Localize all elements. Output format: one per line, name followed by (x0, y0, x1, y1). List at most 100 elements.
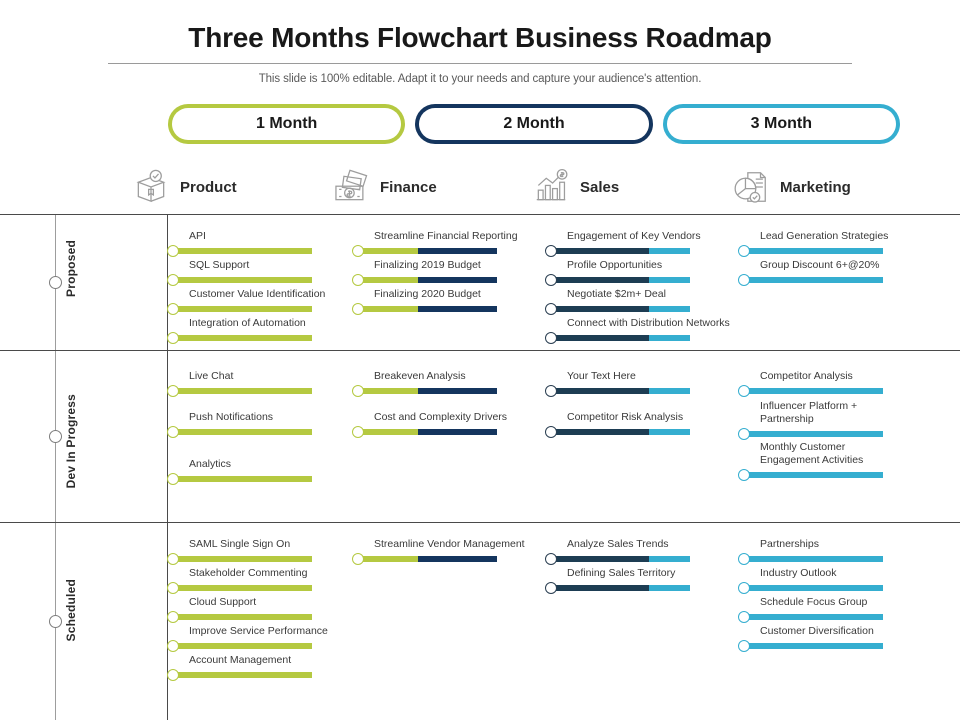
roadmap-item[interactable]: Improve Service Performance (167, 625, 364, 652)
roadmap-item[interactable]: Customer Diversification (738, 625, 935, 652)
roadmap-item-bar (167, 553, 364, 565)
bar-knob[interactable] (167, 274, 179, 286)
roadmap-item[interactable]: Analyze Sales Trends (545, 538, 742, 565)
bar-knob[interactable] (738, 469, 750, 481)
roadmap-item-label: API (189, 230, 206, 242)
roadmap-item-label: Analytics (189, 458, 232, 470)
roadmap-item[interactable]: Defining Sales Territory (545, 567, 742, 594)
roadmap-item-label: Profile Opportunities (567, 259, 663, 271)
roadmap-item[interactable]: Lead Generation Strategies (738, 230, 935, 257)
roadmap-item[interactable]: Negotiate $2m+ Deal (545, 288, 742, 315)
row-milestone-dot[interactable] (49, 276, 62, 289)
roadmap-item[interactable]: Breakeven Analysis (352, 370, 549, 397)
roadmap-item[interactable]: Your Text Here (545, 370, 742, 397)
row-milestone-dot[interactable] (49, 430, 62, 443)
bar-knob[interactable] (167, 385, 179, 397)
roadmap-item[interactable]: Engagement of Key Vendors (545, 230, 742, 257)
roadmap-item[interactable]: Group Discount 6+@20% (738, 259, 935, 286)
bar-segment (175, 672, 312, 678)
bar-segment (175, 306, 312, 312)
month-tab-1[interactable]: 1 Month (168, 104, 406, 144)
roadmap-item[interactable]: Finalizing 2019 Budget (352, 259, 549, 286)
bar-knob[interactable] (738, 274, 750, 286)
roadmap-item[interactable]: SQL Support (167, 259, 364, 286)
bar-knob[interactable] (545, 385, 557, 397)
roadmap-item-bar (167, 303, 364, 315)
bar-knob[interactable] (167, 611, 179, 623)
roadmap-item-bar (167, 582, 364, 594)
bar-knob[interactable] (167, 245, 179, 257)
roadmap-item[interactable]: Account Management (167, 654, 364, 681)
roadmap-item[interactable]: Partnerships (738, 538, 935, 565)
roadmap-item[interactable]: Live Chat (167, 370, 364, 397)
roadmap-item-bar (545, 274, 742, 286)
roadmap-item[interactable]: Schedule Focus Group (738, 596, 935, 623)
roadmap-item[interactable]: Cloud Support (167, 596, 364, 623)
bar-knob[interactable] (167, 553, 179, 565)
bar-knob[interactable] (738, 640, 750, 652)
roadmap-item-bar (545, 582, 742, 594)
bar-segment (648, 429, 690, 435)
bar-knob[interactable] (167, 473, 179, 485)
bar-knob[interactable] (738, 428, 750, 440)
category-label: Finance (380, 178, 437, 196)
roadmap-item[interactable]: Influencer Platform + Partnership (738, 400, 935, 440)
roadmap-item[interactable]: Push Notifications (167, 411, 364, 438)
roadmap-item[interactable]: Integration of Automation (167, 317, 364, 344)
roadmap-item[interactable]: Finalizing 2020 Budget (352, 288, 549, 315)
roadmap-item[interactable]: Cost and Complexity Drivers (352, 411, 549, 438)
bar-knob[interactable] (167, 426, 179, 438)
roadmap-item-bar (167, 274, 364, 286)
bar-knob[interactable] (167, 669, 179, 681)
roadmap-item[interactable]: Customer Value Identification (167, 288, 364, 315)
bar-knob[interactable] (545, 426, 557, 438)
roadmap-item[interactable]: Streamline Financial Reporting (352, 230, 549, 257)
roadmap-item[interactable]: Streamline Vendor Management (352, 538, 549, 565)
bar-knob[interactable] (167, 640, 179, 652)
bar-knob[interactable] (545, 245, 557, 257)
roadmap-item[interactable]: Profile Opportunities (545, 259, 742, 286)
category-finance: Finance (332, 166, 532, 208)
bar-knob[interactable] (352, 303, 364, 315)
bar-knob[interactable] (545, 332, 557, 344)
bar-knob[interactable] (738, 385, 750, 397)
bar-knob[interactable] (545, 553, 557, 565)
roadmap-item[interactable]: Connect with Distribution Networks (545, 317, 742, 344)
roadmap-item[interactable]: Analytics (167, 458, 364, 485)
roadmap-item-bar (167, 426, 364, 438)
bar-knob[interactable] (352, 385, 364, 397)
bar-knob[interactable] (738, 553, 750, 565)
bar-knob[interactable] (352, 553, 364, 565)
roadmap-item-bar (738, 469, 935, 481)
bar-knob[interactable] (352, 426, 364, 438)
row-milestone-dot[interactable] (49, 615, 62, 628)
bar-knob[interactable] (352, 245, 364, 257)
bar-knob[interactable] (167, 582, 179, 594)
roadmap-item-label: Defining Sales Territory (567, 567, 676, 579)
bar-knob[interactable] (545, 274, 557, 286)
bar-knob[interactable] (738, 582, 750, 594)
roadmap-item[interactable]: API (167, 230, 364, 257)
bar-knob[interactable] (545, 303, 557, 315)
roadmap-item[interactable]: Stakeholder Commenting (167, 567, 364, 594)
roadmap-item[interactable]: Competitor Analysis (738, 370, 935, 397)
bar-segment (175, 388, 312, 394)
bar-knob[interactable] (738, 245, 750, 257)
roadmap-item-bar (738, 274, 935, 286)
bar-knob[interactable] (167, 332, 179, 344)
bar-segment (417, 429, 497, 435)
roadmap-item-label: Stakeholder Commenting (189, 567, 308, 579)
roadmap-item[interactable]: SAML Single Sign On (167, 538, 364, 565)
bar-knob[interactable] (738, 611, 750, 623)
roadmap-item[interactable]: Competitor Risk Analysis (545, 411, 742, 438)
bar-knob[interactable] (167, 303, 179, 315)
roadmap-item[interactable]: Industry Outlook (738, 567, 935, 594)
bar-knob[interactable] (352, 274, 364, 286)
roadmap-item[interactable]: Monthly Customer Engagement Activities (738, 441, 935, 481)
month-tab-label: 3 Month (666, 108, 896, 140)
roadmap-item-bar (545, 245, 742, 257)
bar-segment (648, 277, 690, 283)
month-tab-3[interactable]: 3 Month (662, 104, 900, 144)
bar-knob[interactable] (545, 582, 557, 594)
month-tab-2[interactable]: 2 Month (415, 104, 653, 144)
